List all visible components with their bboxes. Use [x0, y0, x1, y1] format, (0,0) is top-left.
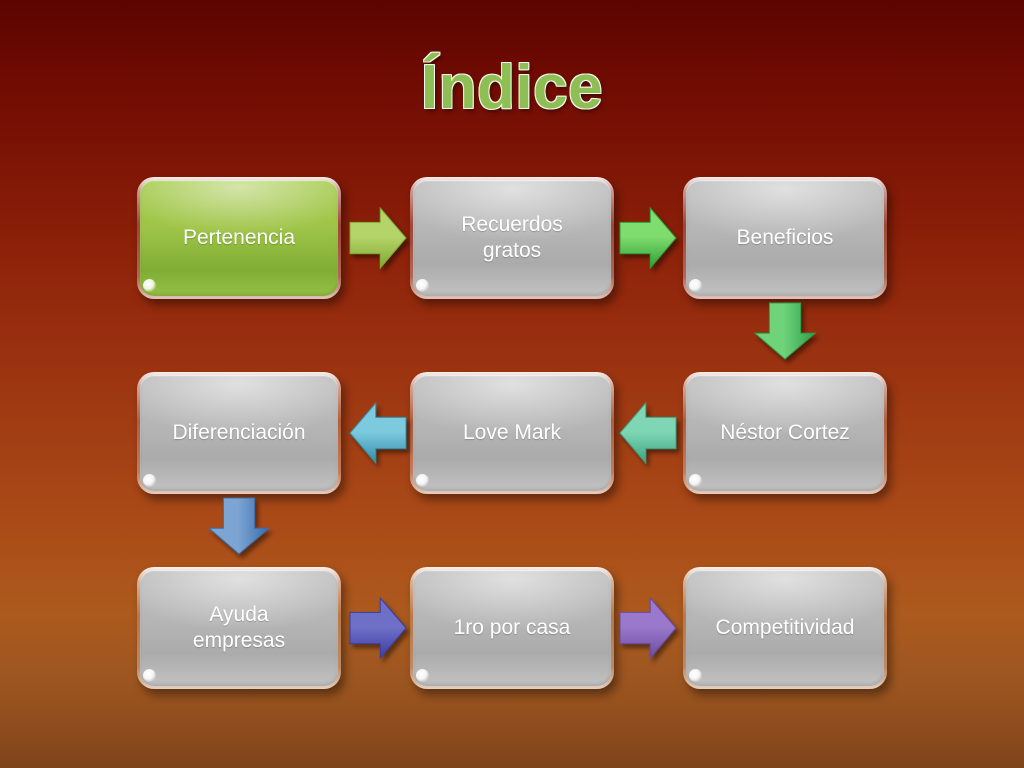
flow-node-label: Ayuda empresas	[192, 602, 286, 652]
flow-node-recuerdos[interactable]: Recuerdos gratos	[410, 177, 614, 299]
bevel-highlight-icon	[689, 669, 702, 682]
arrow-ayuda-1ro-icon	[349, 596, 407, 660]
flow-node-label: Néstor Cortez	[720, 420, 850, 444]
flow-node-love-mark[interactable]: Love Mark	[410, 372, 614, 494]
flow-node-label: Recuerdos gratos	[461, 212, 563, 262]
arrow-pertenencia-recuerdos-icon	[349, 206, 407, 270]
bevel-highlight-icon	[143, 669, 156, 682]
flow-node-label: Pertenencia	[182, 225, 296, 249]
bevel-highlight-icon	[689, 279, 702, 292]
flow-node-label: Beneficios	[736, 225, 834, 249]
bevel-highlight-icon	[143, 474, 156, 487]
bevel-highlight-icon	[143, 279, 156, 292]
arrow-lovemark-diferenciacion-icon	[349, 401, 407, 465]
flow-node-pertenencia[interactable]: Pertenencia	[137, 177, 341, 299]
flow-node-beneficios[interactable]: Beneficios	[683, 177, 887, 299]
bevel-highlight-icon	[416, 279, 429, 292]
flow-node-label: Diferenciación	[172, 420, 306, 444]
flow-node-ayuda-empresas[interactable]: Ayuda empresas	[137, 567, 341, 689]
flow-node-diferenciacion[interactable]: Diferenciación	[137, 372, 341, 494]
bevel-highlight-icon	[689, 474, 702, 487]
flow-node-nestor-cortez[interactable]: Néstor Cortez	[683, 372, 887, 494]
arrow-recuerdos-beneficios-icon	[619, 206, 677, 270]
arrow-nestor-lovemark-icon	[619, 401, 677, 465]
page-title: Índice	[420, 53, 604, 122]
flow-node-competitividad[interactable]: Competitividad	[683, 567, 887, 689]
flow-node-label: 1ro por casa	[453, 615, 571, 639]
flow-node-label: Love Mark	[462, 420, 562, 444]
arrow-diferenciacion-ayuda-icon	[207, 497, 271, 555]
bevel-highlight-icon	[416, 474, 429, 487]
bevel-highlight-icon	[416, 669, 429, 682]
flow-node-1ro-por-casa[interactable]: 1ro por casa	[410, 567, 614, 689]
arrow-beneficios-nestor-icon	[753, 302, 817, 360]
arrow-1ro-competitividad-icon	[619, 596, 677, 660]
flow-node-label: Competitividad	[715, 615, 855, 639]
